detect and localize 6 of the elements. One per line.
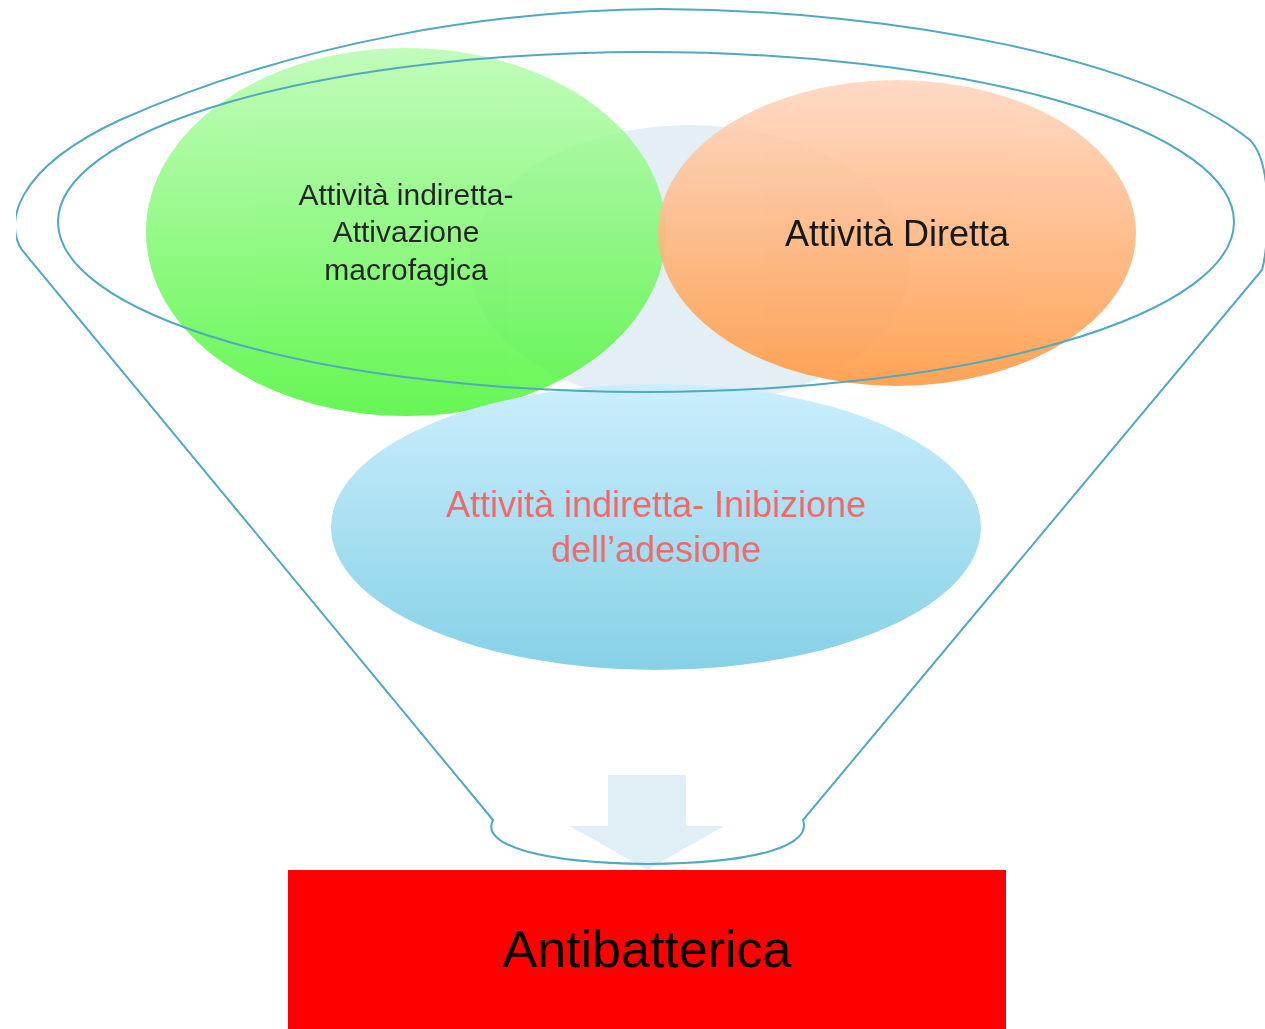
arrow [570,775,724,870]
ellipse-label: Attività Diretta [784,211,1010,256]
ellipse-label: Attività indiretta- Attivazione macrofagica [297,176,515,288]
result-box [288,870,1006,1029]
result-label: Antibatterica [502,919,792,980]
ellipse-label: Attività indiretta- Inibizione dell’adesione [444,483,868,572]
